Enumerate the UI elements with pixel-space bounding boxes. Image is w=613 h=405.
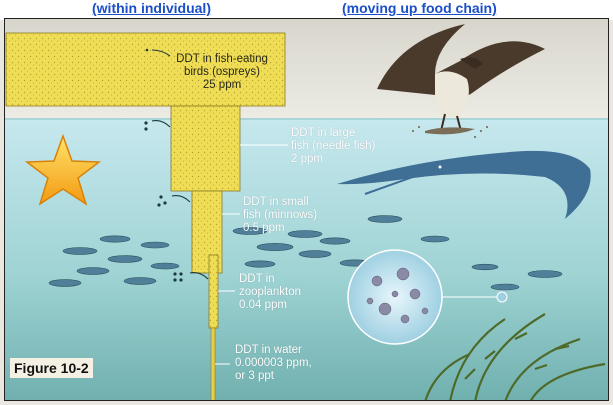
label-zooplankton: DDT in zooplankton 0.04 ppm <box>239 273 301 312</box>
label-birds-text: DDT in fish-eating birds (ospreys) 25 pp… <box>147 53 297 92</box>
label-water: DDT in water 0.000003 ppm, or 3 ppt <box>235 344 312 383</box>
header-within-individual: (within individual) <box>92 0 211 16</box>
label-large-fish: DDT in large fish (needle fish) 2 ppm <box>291 127 375 166</box>
label-small-fish: DDT in small fish (minnows) 0.5 ppm <box>243 196 317 235</box>
biomagnification-diagram: DDT in fish-eating birds (ospreys) 25 pp… <box>4 18 609 401</box>
header-food-chain: (moving up food chain) <box>342 0 497 16</box>
figure-label: Figure 10-2 <box>10 358 93 378</box>
label-birds: DDT in fish-eating birds (ospreys) 25 pp… <box>147 53 297 92</box>
